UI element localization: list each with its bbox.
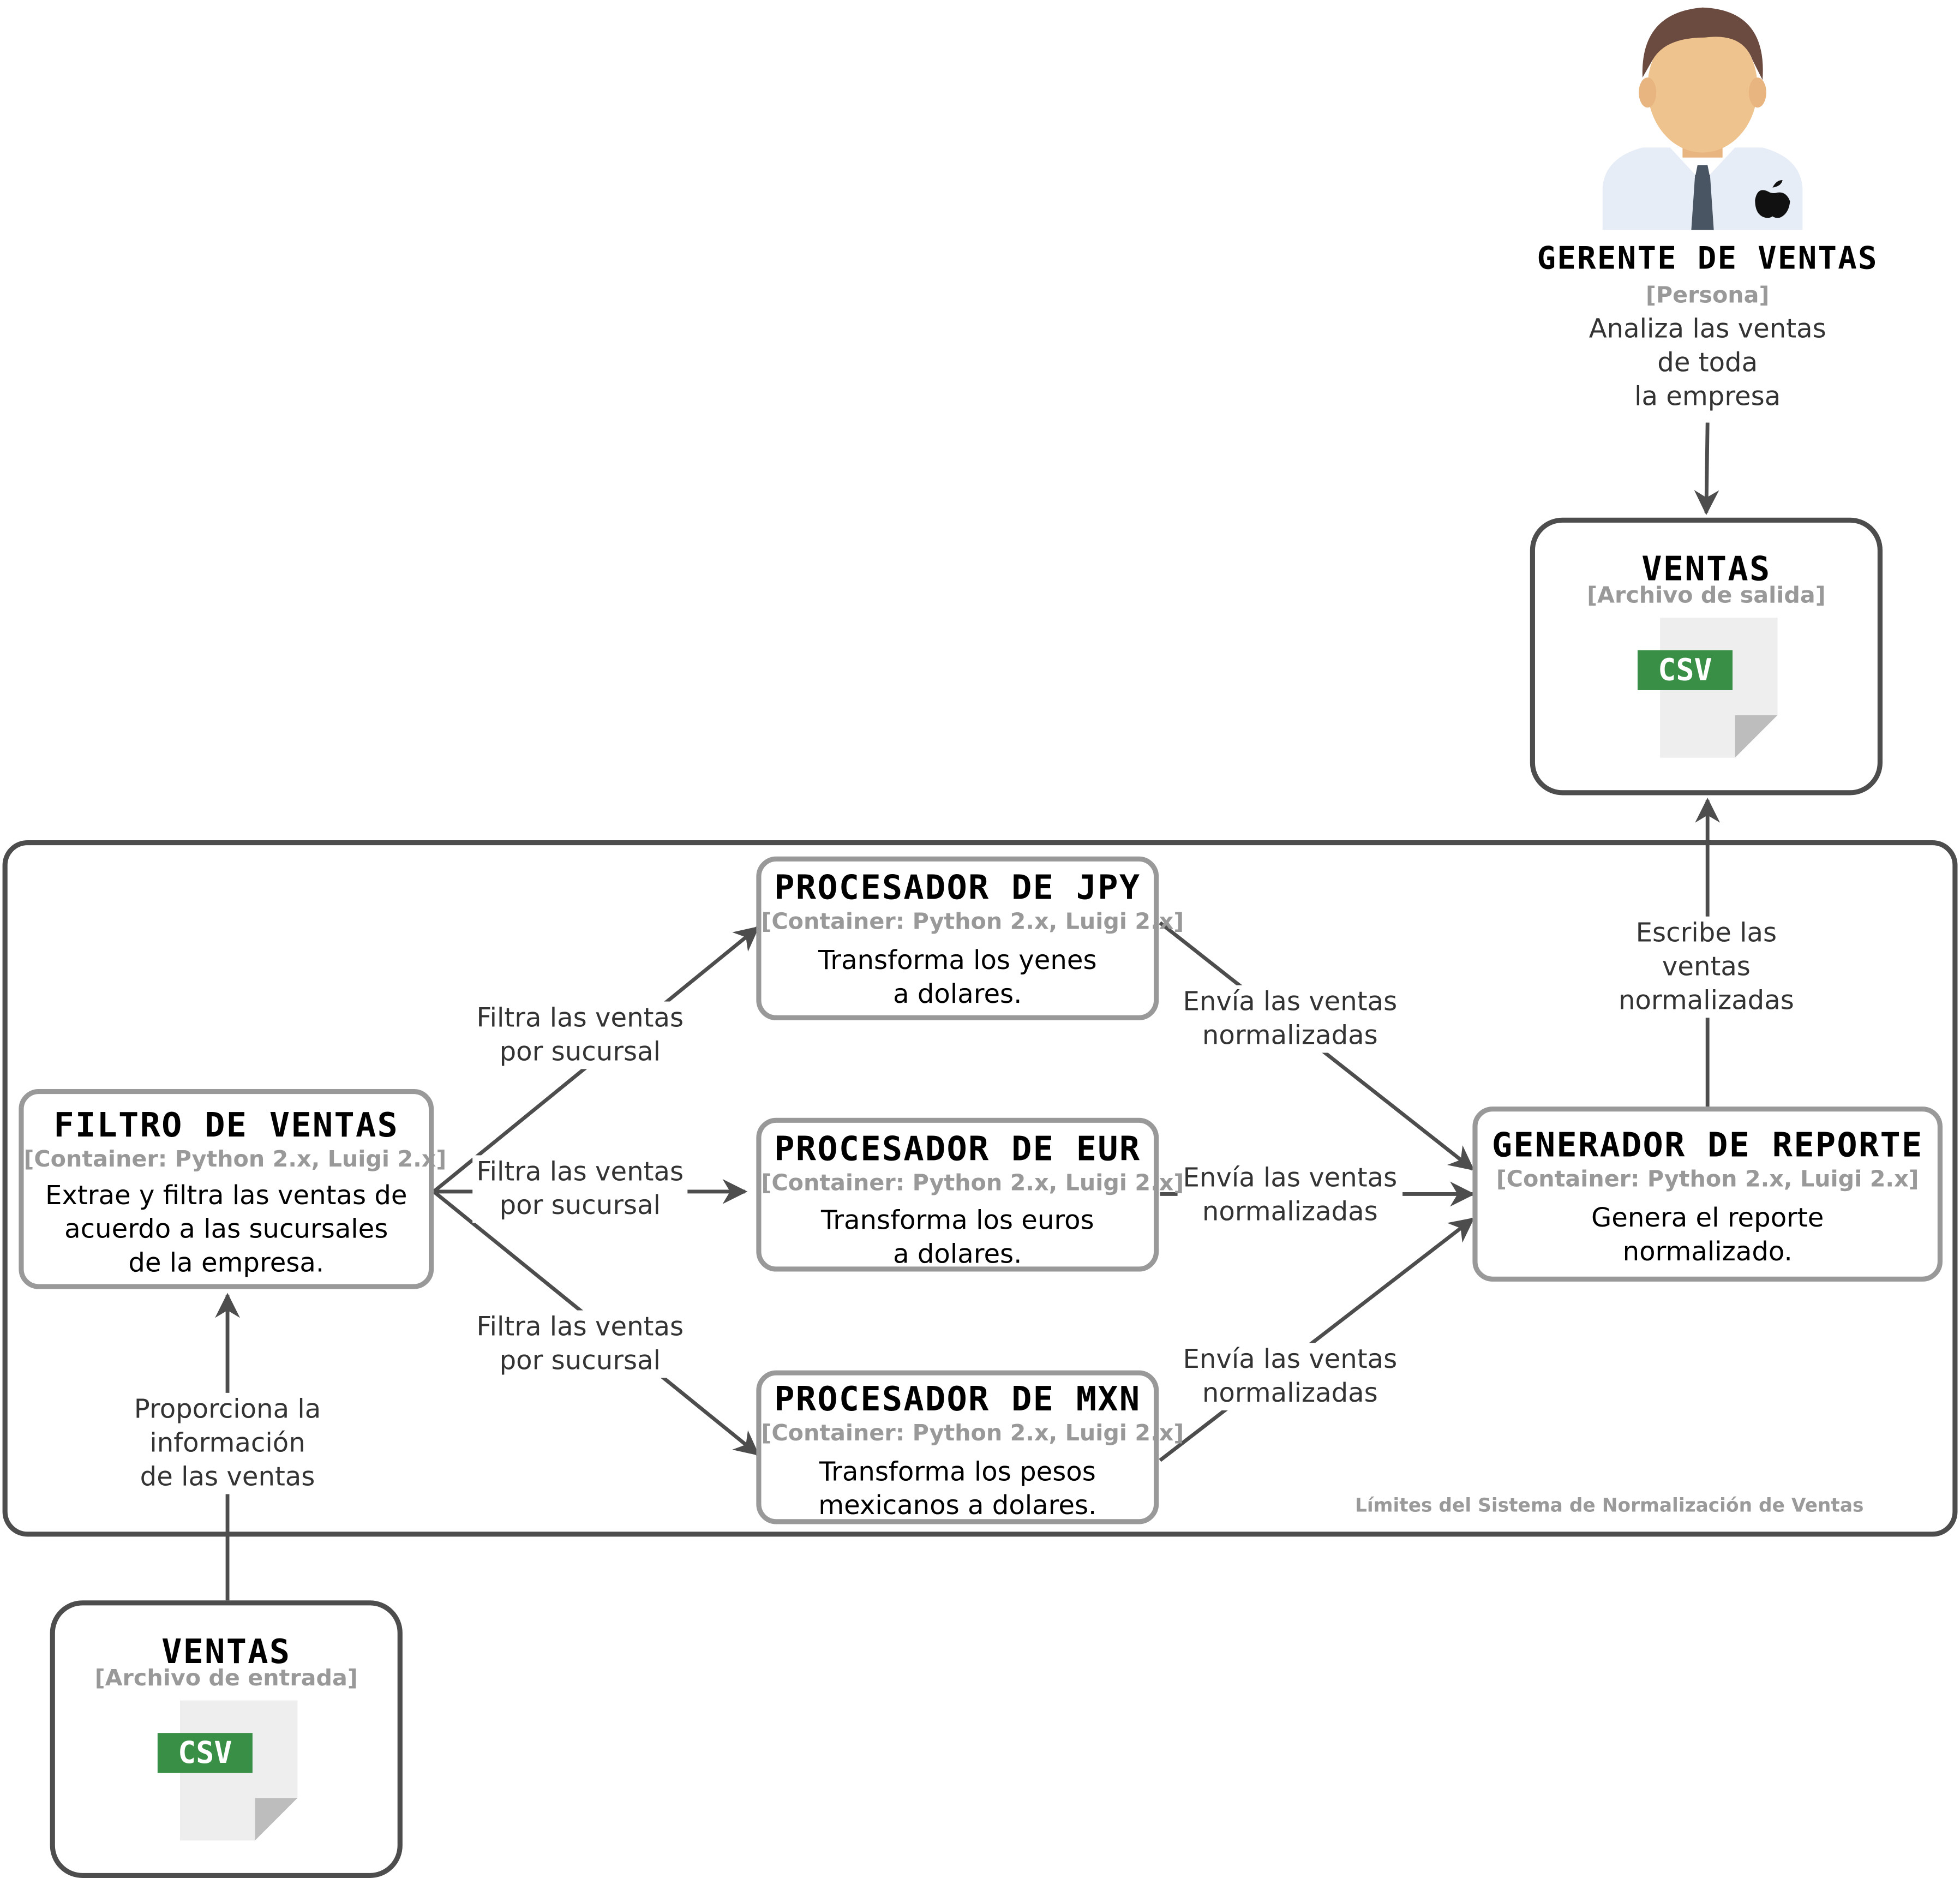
output-file-box: VENTAS [Archivo de salida] CSV xyxy=(1530,517,1883,796)
input-file-tag: [Archivo de entrada] xyxy=(94,1665,358,1692)
eur-tag: [Container: Python 2.x, Luigi 2.x] xyxy=(761,1170,1184,1197)
output-file-tag: [Archivo de salida] xyxy=(1587,582,1826,609)
edge-mxn-to-generador xyxy=(1159,1217,1475,1462)
generador-description: Genera el reporte normalizado. xyxy=(1591,1203,1824,1267)
generador-title: GENERADOR DE REPORTE xyxy=(1491,1126,1923,1165)
mxn-description: Transforma los pesos mexicanos a dolares… xyxy=(818,1456,1097,1521)
person-title: GERENTE DE VENTAS xyxy=(1537,240,1878,277)
apple-logo-icon xyxy=(1755,180,1790,218)
procesador-jpy-box: PROCESADOR DE JPY [Container: Python 2.x… xyxy=(756,856,1184,1020)
person-avatar-icon xyxy=(1592,0,1812,230)
edge-person-to-output xyxy=(1694,422,1719,516)
edge-label-proporciona: Proporciona la información de las ventas xyxy=(117,1392,338,1494)
mxn-tag: [Container: Python 2.x, Luigi 2.x] xyxy=(761,1420,1184,1447)
procesador-eur-box: PROCESADOR DE EUR [Container: Python 2.x… xyxy=(756,1117,1184,1272)
csv-file-icon: CSV xyxy=(1637,615,1783,760)
filtro-tag: [Container: Python 2.x, Luigi 2.x] xyxy=(23,1146,447,1173)
edge-label-escribe: Escribe las ventas normalizadas xyxy=(1613,916,1800,1018)
filtro-ventas-box: FILTRO DE VENTAS [Container: Python 2.x,… xyxy=(19,1088,447,1289)
person-description: Analiza las ventas de toda la empresa xyxy=(1589,314,1826,411)
edge-label-filtra-jpy: Filtra las ventas por sucursal xyxy=(472,1001,688,1069)
csv-file-icon: CSV xyxy=(157,1698,303,1843)
input-file-box: VENTAS [Archivo de entrada] CSV xyxy=(50,1600,403,1878)
input-file-title: VENTAS xyxy=(161,1632,291,1672)
filtro-title: FILTRO DE VENTAS xyxy=(53,1107,399,1146)
system-boundary-label: Límites del Sistema de Normalización de … xyxy=(1354,1494,1864,1517)
eur-title: PROCESADOR DE EUR xyxy=(774,1130,1141,1169)
generador-tag: [Container: Python 2.x, Luigi 2.x] xyxy=(1496,1167,1919,1193)
csv-badge: CSV xyxy=(1658,653,1712,688)
jpy-description: Transforma los yenes a dolares. xyxy=(818,945,1097,1009)
person-tag: [Persona] xyxy=(1646,282,1770,309)
system-boundary xyxy=(2,840,1958,1537)
csv-badge: CSV xyxy=(178,1735,232,1771)
jpy-tag: [Container: Python 2.x, Luigi 2.x] xyxy=(761,908,1184,936)
output-file-title: VENTAS xyxy=(1641,550,1771,589)
procesador-mxn-box: PROCESADOR DE MXN [Container: Python 2.x… xyxy=(756,1370,1184,1524)
filtro-description: Extrae y filtra las ventas de acuerdo a … xyxy=(45,1180,407,1278)
edge-label-envia-mxn: Envía las ventas normalizadas xyxy=(1177,1343,1403,1410)
generador-reporte-box: GENERADOR DE REPORTE [Container: Python … xyxy=(1472,1107,1943,1282)
eur-description: Transforma los euros a dolares. xyxy=(820,1205,1094,1269)
edge-label-filtra-eur: Filtra las ventas por sucursal xyxy=(472,1155,688,1223)
edge-label-envia-eur: Envía las ventas normalizadas xyxy=(1177,1161,1403,1229)
edge-label-envia-jpy: Envía las ventas normalizadas xyxy=(1177,985,1403,1053)
jpy-title: PROCESADOR DE JPY xyxy=(774,869,1141,908)
edge-label-filtra-mxn: Filtra las ventas por sucursal xyxy=(472,1310,688,1378)
mxn-title: PROCESADOR DE MXN xyxy=(774,1380,1141,1419)
